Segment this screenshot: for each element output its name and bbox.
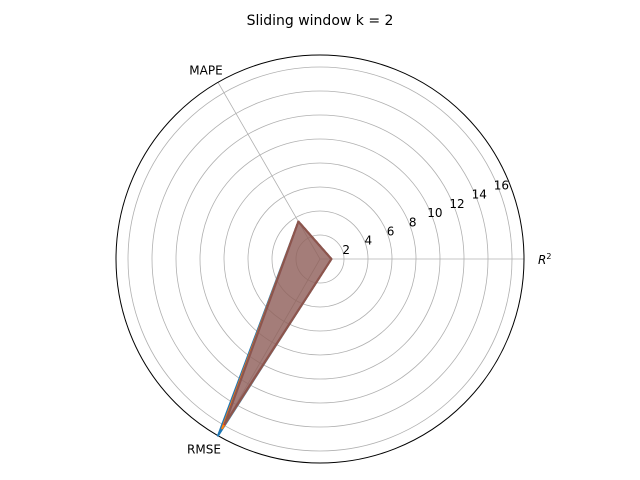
tick-label-10: 10 (427, 206, 442, 220)
tick-label-14: 14 (472, 188, 487, 202)
tick-label-6: 6 (387, 224, 395, 238)
tick-label-12: 12 (449, 197, 464, 211)
chart-title: Sliding window k = 2 (247, 13, 394, 29)
axis-label-1: MAPE (189, 63, 222, 77)
radial-tick-labels: 2 468 10 12 14 16 (342, 179, 509, 257)
tick-label-16: 16 (494, 179, 509, 193)
tick-label-4: 4 (365, 234, 373, 248)
outer-frame (115, 54, 525, 464)
series-group (217, 220, 333, 437)
spoke-line-1 (217, 82, 321, 260)
tick-label-8: 8 (409, 215, 417, 229)
axis-label-0: R2 (538, 252, 551, 267)
axis-label-2: RMSE (187, 443, 221, 457)
axis-label-superscript-0: 2 (546, 252, 551, 261)
series-area-5 (224, 220, 333, 425)
tick-label-2: 2 (342, 243, 350, 257)
